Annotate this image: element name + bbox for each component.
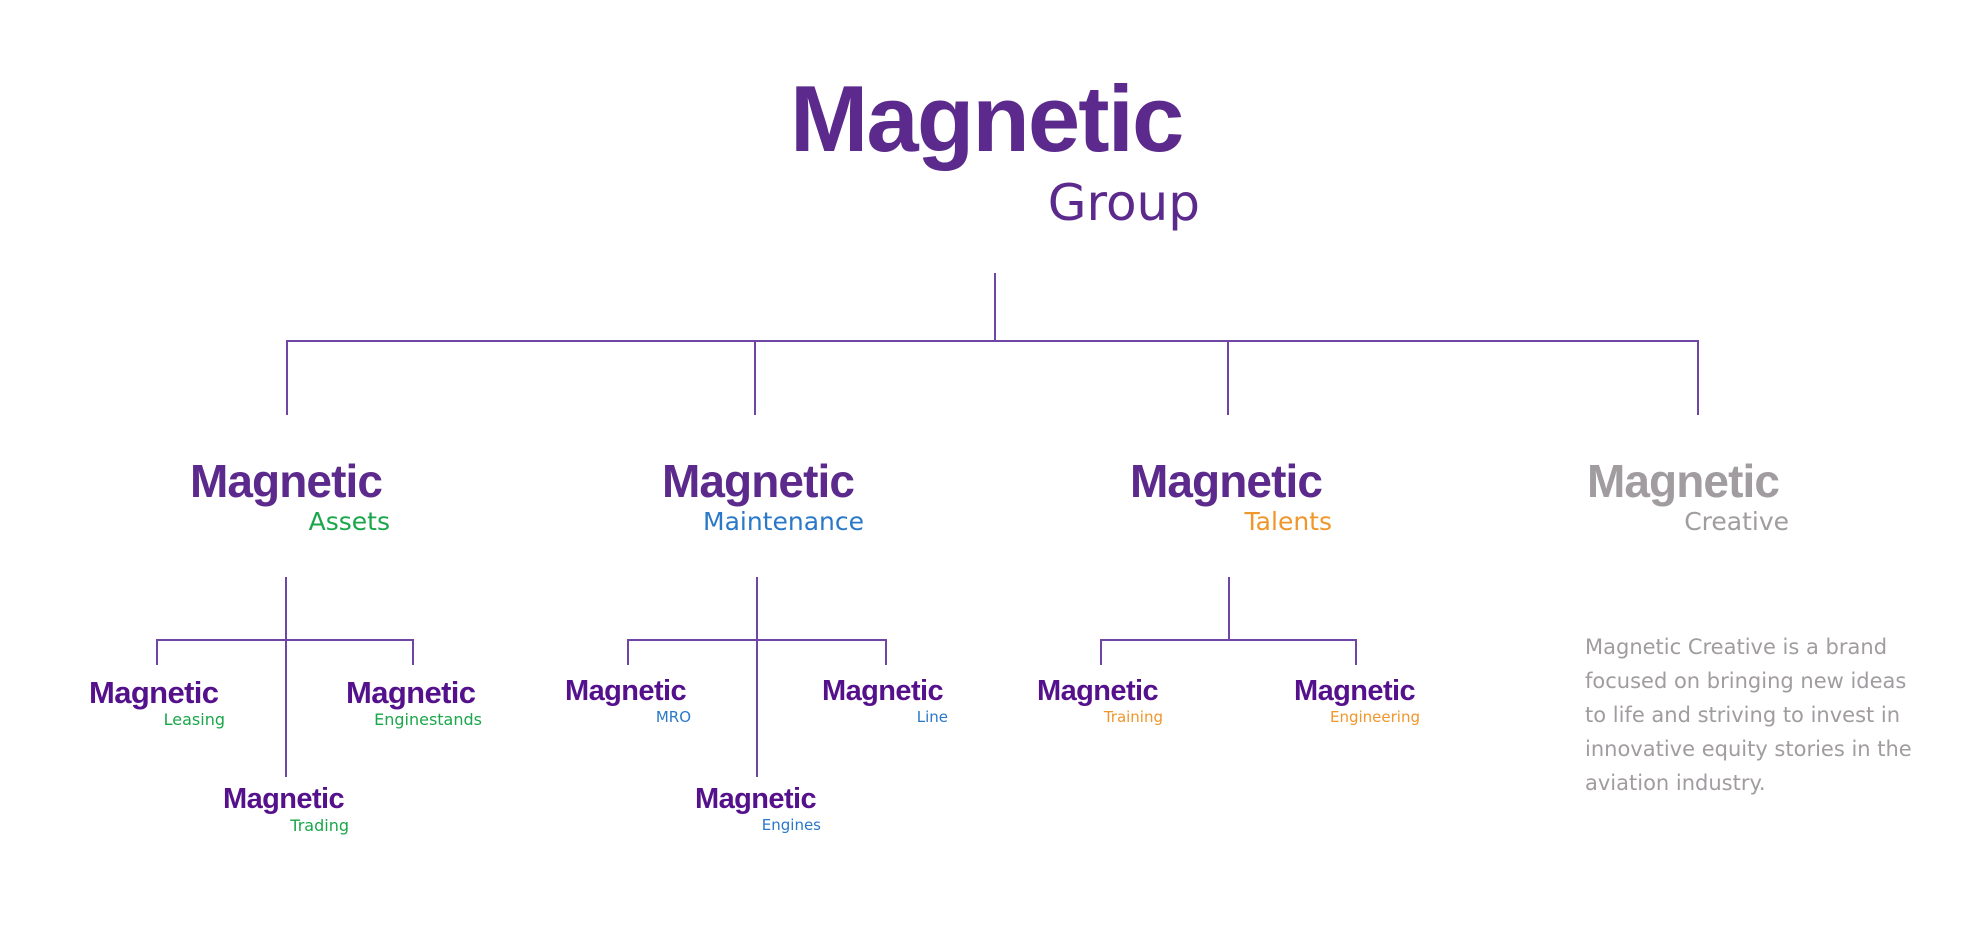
connector-talents-bar <box>1100 639 1357 641</box>
connector-assets-bar <box>156 639 414 641</box>
connector-to-enginestands <box>412 639 414 665</box>
magnetic-mro-logo: Magnetic MRO <box>565 677 691 725</box>
magnetic-talents-logo: Magnetic Talents <box>1130 458 1332 534</box>
company-label: Trading <box>290 816 349 835</box>
brand-wordmark: Magnetic <box>223 783 345 815</box>
company-label: Training <box>1103 708 1163 726</box>
brand-wordmark: Magnetic <box>89 675 219 710</box>
connector-to-training <box>1100 639 1102 665</box>
company-label: Line <box>916 708 948 726</box>
division-label: Talents <box>1244 507 1332 536</box>
magnetic-creative-logo: Magnetic Creative <box>1587 458 1789 534</box>
brand-wordmark: Magnetic <box>1587 455 1780 507</box>
company-label: Engineering <box>1330 708 1420 726</box>
division-label: Maintenance <box>703 507 864 536</box>
company-label: MRO <box>655 708 691 726</box>
division-label: Group <box>1047 174 1200 232</box>
connector-to-mro <box>627 639 629 665</box>
connector-assets-down <box>285 577 287 777</box>
brand-wordmark: Magnetic <box>822 675 944 707</box>
brand-wordmark: Magnetic <box>190 455 383 507</box>
connector-to-line <box>885 639 887 665</box>
magnetic-training-logo: Magnetic Training <box>1037 677 1163 725</box>
magnetic-engines-logo: Magnetic Engines <box>695 785 821 833</box>
connector-talents-down <box>1228 577 1230 640</box>
company-label: Enginestands <box>374 710 482 729</box>
connector-maintenance-down <box>756 577 758 777</box>
magnetic-trading-logo: Magnetic Trading <box>223 785 349 834</box>
company-label: Engines <box>761 816 821 834</box>
division-label: Assets <box>308 507 390 536</box>
company-label: Leasing <box>163 710 225 729</box>
magnetic-maintenance-logo: Magnetic Maintenance <box>662 458 864 534</box>
connector-to-assets <box>286 340 288 415</box>
magnetic-group-logo: Magnetic Group <box>790 66 1200 232</box>
magnetic-leasing-logo: Magnetic Leasing <box>89 677 225 728</box>
connector-to-creative <box>1697 340 1699 415</box>
connector-to-leasing <box>156 639 158 665</box>
creative-description: Magnetic Creative is a brand focused on … <box>1585 635 1912 795</box>
brand-wordmark: Magnetic <box>565 675 687 707</box>
connector-to-talents <box>1227 340 1229 415</box>
brand-wordmark: Magnetic <box>346 675 476 710</box>
magnetic-line-logo: Magnetic Line <box>822 677 948 725</box>
connector-maintenance-bar <box>627 639 887 641</box>
brand-wordmark: Magnetic <box>790 66 1184 171</box>
connector-root-down <box>994 273 996 342</box>
brand-wordmark: Magnetic <box>662 455 855 507</box>
magnetic-engineering-logo: Magnetic Engineering <box>1294 677 1420 725</box>
brand-wordmark: Magnetic <box>695 783 817 815</box>
brand-wordmark: Magnetic <box>1037 675 1159 707</box>
brand-wordmark: Magnetic <box>1294 675 1416 707</box>
magnetic-assets-logo: Magnetic Assets <box>190 458 390 534</box>
brand-wordmark: Magnetic <box>1130 455 1323 507</box>
division-label: Creative <box>1684 507 1789 536</box>
connector-root-bar <box>286 340 1699 342</box>
connector-to-maintenance <box>754 340 756 415</box>
connector-to-engineering <box>1355 639 1357 665</box>
magnetic-enginestands-logo: Magnetic Enginestands <box>346 677 482 728</box>
